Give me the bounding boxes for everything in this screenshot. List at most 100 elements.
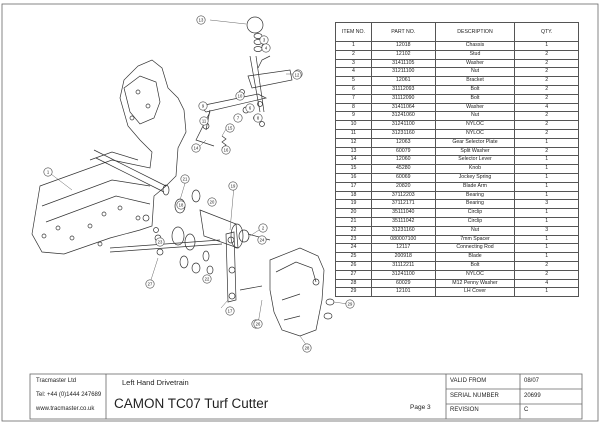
qty-cell: 1 (514, 41, 579, 51)
item-no-cell: 1 (335, 41, 372, 51)
description-cell: Nut (434, 225, 516, 236)
header-qty: QTY. (514, 22, 579, 42)
item-no-cell: 2 (335, 49, 372, 60)
company-name: Tracmaster Ltd (36, 378, 77, 384)
qty-cell: 1 (514, 252, 579, 262)
description-cell: 7mm Spacer (434, 234, 516, 245)
qty-cell: 1 (514, 155, 579, 166)
balloon-22: 22 (202, 274, 212, 284)
item-no-cell: 10 (335, 120, 372, 130)
item-no-cell: 7 (335, 93, 372, 104)
part-no-cell: 31112211 (370, 260, 436, 271)
item-no-cell: 9 (335, 111, 372, 122)
valid-from-label: VALID FROM (450, 378, 487, 384)
balloon-2: 2 (258, 223, 268, 233)
balloon-label: 20 (210, 200, 215, 205)
item-balloons: 1234567891011121314151617181920212223242… (43, 15, 355, 353)
balloon-label: 12 (295, 73, 300, 78)
balloon-label: 4 (265, 46, 268, 51)
description-cell: LH Cover (434, 287, 516, 298)
part-no-cell: 31231160 (370, 225, 436, 236)
serial-number-label: SERIAL NUMBER (450, 393, 499, 399)
qty-cell: 1 (514, 234, 579, 245)
item-no-cell: 19 (335, 199, 372, 210)
balloon-label: 18 (179, 203, 184, 208)
item-no-cell: 15 (335, 164, 372, 174)
description-cell: M12 Penny Washer (434, 278, 516, 289)
balloon-label: 29 (348, 302, 353, 307)
balloon-21: 21 (180, 174, 190, 184)
item-no-cell: 27 (335, 269, 372, 280)
part-no-cell: 31211100 (370, 67, 436, 78)
balloon-9: 9 (198, 101, 208, 111)
qty-cell: 2 (514, 93, 579, 104)
qty-cell: 2 (514, 128, 579, 139)
part-no-cell: 20820 (370, 181, 436, 192)
balloon-23: 23 (155, 237, 165, 247)
balloon-label: 10 (238, 94, 243, 99)
balloon-label: 27 (148, 282, 153, 287)
balloon-26: 26 (253, 319, 263, 329)
connecting-rod (109, 239, 223, 253)
balloon-14: 14 (191, 143, 201, 153)
balloon-label: 13 (199, 18, 204, 23)
balloon-19: 19 (228, 181, 238, 191)
qty-cell: 2 (514, 269, 579, 280)
description-cell: Bolt (434, 84, 516, 95)
qty-cell: 2 (514, 76, 579, 86)
part-no-cell: 37112203 (370, 190, 436, 201)
balloon-10: 10 (235, 91, 245, 101)
title-block-frame (29, 373, 583, 420)
item-no-cell: 20 (335, 208, 372, 218)
qty-cell: 1 (514, 172, 579, 183)
balloon-15: 15 (225, 123, 235, 133)
balloon-label: 9 (202, 104, 205, 109)
selector-lever (249, 55, 265, 113)
qty-cell: 2 (514, 49, 579, 60)
item-no-cell: 22 (335, 225, 372, 236)
qty-cell: 2 (514, 120, 579, 130)
part-no-cell: 60079 (370, 146, 436, 157)
description-cell: Nut (434, 111, 516, 122)
description-cell: Gear Selector Plate (434, 137, 516, 148)
description-cell: Split Washer (434, 146, 516, 157)
parts-table-header: ITEM NO. PART NO. DESCRIPTION QTY. (335, 22, 579, 42)
part-no-cell: 31411064 (370, 102, 436, 113)
balloon-18: 18 (176, 200, 186, 210)
description-cell: Selector Lever (434, 155, 516, 166)
balloon-11: 11 (199, 116, 209, 126)
qty-cell: 1 (514, 164, 579, 174)
qty-cell: 2 (514, 111, 579, 122)
qty-cell: 1 (514, 181, 579, 192)
description-cell: Connecting Rod (434, 243, 516, 254)
part-no-cell: 31241100 (370, 120, 436, 130)
balloon-label: 19 (231, 184, 236, 189)
company-website: www.tracmaster.co.uk (36, 406, 95, 412)
balloon-label: 7 (237, 116, 240, 121)
part-no-cell: 31241060 (370, 111, 436, 122)
description-cell: Bolt (434, 93, 516, 104)
part-no-cell: 45280 (370, 164, 436, 174)
balloon-label: 1 (47, 170, 50, 175)
item-no-cell: 11 (335, 128, 372, 139)
part-no-cell: 080007100 (370, 234, 436, 245)
qty-cell: 4 (514, 102, 579, 113)
company-phone: Tel: +44 (0)1444 247689 (36, 392, 102, 398)
drawing-title: CAMON TC07 Turf Cutter (114, 396, 269, 411)
drawing-subtitle: Left Hand Drivetrain (122, 378, 189, 387)
balloon-20: 20 (207, 197, 217, 207)
balloon-label: 21 (183, 177, 188, 182)
part-no-cell: 31112090 (370, 93, 436, 104)
balloon-label: 3 (263, 38, 266, 43)
description-cell: Circlip (434, 216, 516, 227)
leader-lines (50, 19, 349, 347)
valid-from-value: 08/07 (524, 378, 540, 384)
